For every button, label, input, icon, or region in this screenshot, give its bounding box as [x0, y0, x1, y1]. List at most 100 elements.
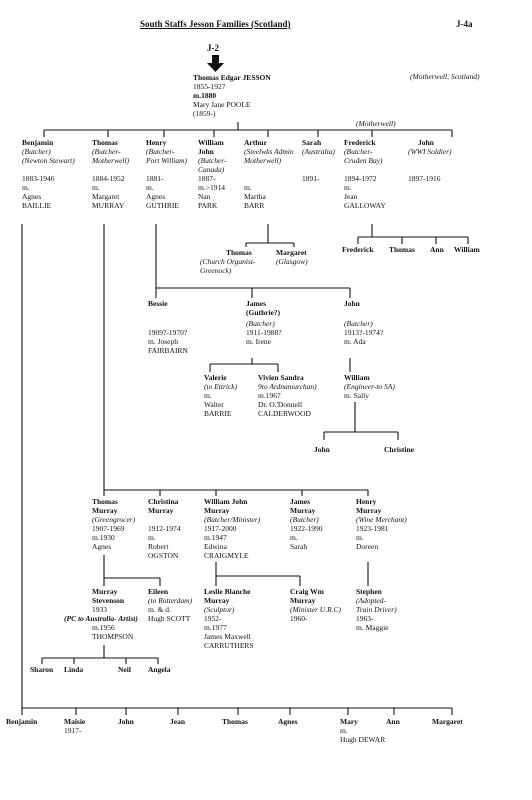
person-name: Margaret: [276, 248, 307, 257]
person-details: 1897-1916: [408, 174, 441, 183]
frederick-child: Ann: [430, 245, 444, 254]
person-name: Henry Murray: [356, 497, 382, 515]
spouse-dates: (1859-): [193, 109, 216, 118]
person-details: 1887- m.>1914 Nan PARK: [198, 174, 225, 210]
person-details: 1891-: [302, 174, 320, 183]
person-name: William: [344, 373, 370, 382]
person-details: 1960-: [290, 614, 308, 623]
person-occupation: (Sculptor): [204, 605, 235, 614]
person-details: 1913?-1974? m. Ada: [344, 328, 384, 346]
person-details: 1922-1990 m. Sarah: [290, 524, 323, 551]
person-details: 1963- m. Maggie: [356, 614, 389, 632]
murray-child: Angela: [148, 665, 171, 674]
person-name: Benjamin: [22, 138, 54, 147]
person-occupation: (Greengrocer): [92, 515, 136, 524]
person-occupation: (Butcher): [246, 319, 275, 328]
person-occupation: (Adopted- Train Driver): [356, 596, 397, 614]
person-name: Murray Stevenson: [92, 587, 125, 605]
person-occupation: (Butcher): [290, 515, 319, 524]
person-occupation: (to Rotterdam): [148, 596, 193, 605]
person-details: m. Sally: [344, 391, 370, 400]
person-occupation: (Butcher- Cruden Bay): [344, 147, 383, 165]
person-name: Eileen: [148, 587, 168, 596]
spouse-name: Mary Jane POOLE: [193, 100, 251, 109]
person-occupation: (Butcher) (Newton Stewart): [22, 147, 75, 165]
murray-child: Neil: [118, 665, 131, 674]
murray-stevenson-details: m.1956 THOMPSON: [92, 623, 134, 641]
person-occupation: (Engineer-to SA): [344, 382, 395, 391]
person-name: Jean: [170, 717, 185, 726]
person-name: Agnes: [278, 717, 298, 726]
person-name: Frederick: [344, 138, 376, 147]
person-occupation: (Butcher- Canada): [198, 156, 227, 174]
person-occupation: (Minister U.R.C): [290, 605, 342, 614]
person-name: Henry: [146, 138, 167, 147]
person-name: Vivien Sandra: [258, 373, 304, 382]
person-details: 1883-1946 m. Agnes BAILLIE: [22, 174, 55, 210]
person-occupation: (WWI Soldier): [408, 147, 452, 156]
reference-label[interactable]: J-2: [207, 43, 219, 53]
person-details: m. Hugh DEWAR: [340, 726, 386, 744]
person-name: Benjamin: [6, 717, 38, 726]
murray-child: Sharon: [30, 665, 54, 674]
person-details: 1894-1972 m. Jean GALLOWAY: [344, 174, 386, 210]
person-occupation: (Glasgow): [276, 257, 308, 266]
william-child: John: [314, 445, 330, 454]
frederick-child: William: [454, 245, 480, 254]
person-name: James (Guthrie?): [246, 299, 281, 317]
person-details: 1912-1974 m. Robert OGSTON: [148, 524, 181, 560]
person-name: John: [118, 717, 134, 726]
person-occupation: (Wine Merchant): [356, 515, 407, 524]
person-name: Margaret: [432, 717, 463, 726]
person-details: 1884-1952 m. Margaret MURRAY: [92, 174, 125, 210]
person-name: Bessie: [148, 299, 168, 308]
frederick-child: Frederick: [342, 245, 374, 254]
person-name: John: [418, 138, 434, 147]
person-name: Maisie: [64, 717, 86, 726]
person-details: 1907-1969 m.1930 Agnes: [92, 524, 125, 551]
person-name: Thomas: [92, 138, 118, 147]
person-details: m. & d. Hugh SCOTT: [148, 605, 191, 623]
person-name: William John Murray: [204, 497, 248, 515]
murray-stevenson-occupation: (PC to Australia- Artist): [64, 614, 138, 623]
person-name: William John: [198, 138, 224, 156]
person-details: m. Martha BARR: [244, 183, 266, 210]
frederick-child: Thomas: [389, 245, 415, 254]
person-details: 1909?-1970? m. Joseph FAIRBAIRN: [148, 328, 188, 355]
person-occupation: (Church Organist- Greenock): [200, 257, 256, 275]
person-name: Mary: [340, 717, 358, 726]
page-id: J-4a: [456, 19, 473, 29]
person-details: 1881- m. Agnes GUTHRIE: [146, 174, 179, 210]
person-name: Thomas: [222, 717, 248, 726]
person-name: Ann: [386, 717, 400, 726]
person-name: Arthur: [244, 138, 267, 147]
person-name: Valerie: [204, 373, 227, 382]
person-name: Craig Wm Murray: [290, 587, 324, 605]
person-occupation: (Butcher/Minister): [204, 515, 261, 524]
person-name: Thomas: [226, 248, 252, 257]
william-child: Christine: [384, 445, 414, 454]
person-occupation: 9to Ardnamurchan): [258, 382, 317, 391]
person-details: 1923-1981 m. Doreen: [356, 524, 389, 551]
person-dates: 1855-1927: [193, 82, 226, 91]
person-details: m.1967 Dr. O.'Donnell CALDERWOOD: [258, 391, 311, 418]
person-occupation: (Australia): [302, 147, 335, 156]
person-details: 1917-: [64, 726, 82, 735]
person-name: Stephen: [356, 587, 382, 596]
person-occupation: (Butcher): [344, 319, 373, 328]
person-details: 1911-1988? m. Irene: [246, 328, 282, 346]
person-details: 1933: [92, 605, 107, 614]
person-details: 1917-2000 m.1947 Edwina CRAIGMYLE: [204, 524, 249, 560]
person-occupation: (Butcher- Motherwell): [92, 147, 130, 165]
person-occupation: (Steelwks Admin Motherwell): [244, 147, 294, 165]
person-name: Leslie Blanche Murray: [204, 587, 251, 605]
person-name: Thomas Edgar JESSON: [193, 73, 271, 82]
person-details: m. Walter BARRIE: [204, 391, 232, 418]
region-note: (Motherwell, Scotland): [410, 72, 480, 81]
person-name: Thomas Murray: [92, 497, 118, 515]
murray-child: Linda: [64, 665, 84, 674]
person-name: James Murray: [290, 497, 316, 515]
person-occupation: (to Ettrick): [204, 382, 238, 391]
person-details: 1952- m.1977 James Maxwell CARRUTHERS: [204, 614, 254, 650]
